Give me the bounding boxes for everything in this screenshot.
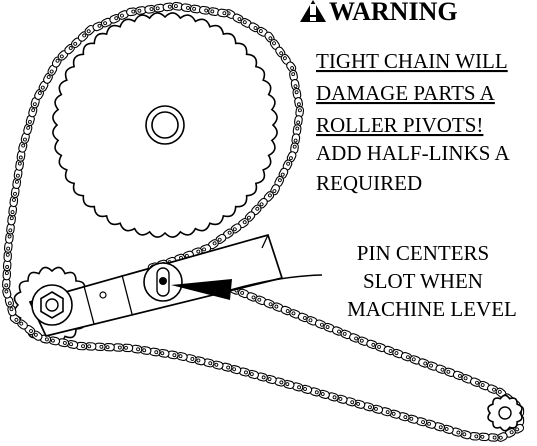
chain-link xyxy=(371,404,384,414)
chain-link xyxy=(28,105,38,118)
chain-link xyxy=(47,64,58,76)
chain-link xyxy=(77,31,89,42)
chain-link xyxy=(4,296,14,308)
chain-link xyxy=(294,97,304,109)
chain-link xyxy=(176,351,188,362)
chain-link xyxy=(2,287,12,299)
callout-line-3: MACHINE LEVEL xyxy=(347,297,517,321)
chain-link xyxy=(409,355,421,365)
notice-line-1: TIGHT CHAIN WILL xyxy=(316,49,508,73)
chain-link xyxy=(15,159,25,171)
chain-link xyxy=(407,414,419,424)
chain-link xyxy=(100,17,113,28)
chain-link xyxy=(452,370,465,381)
chain-link xyxy=(215,233,227,244)
pivot-pin xyxy=(159,277,167,285)
chain-link xyxy=(389,409,401,419)
large-sprocket xyxy=(52,12,278,238)
chain-link xyxy=(208,7,220,16)
chain-link xyxy=(189,4,202,14)
chain-link xyxy=(246,292,258,302)
notice-block: TIGHT CHAIN WILL DAMAGE PARTS A ROLLER P… xyxy=(316,49,511,195)
chain-link xyxy=(487,433,499,442)
notice-line-4: ADD HALF-LINKS A xyxy=(316,141,511,165)
arm-bolt-hole xyxy=(99,291,107,299)
chain-link xyxy=(478,380,490,391)
chain-link xyxy=(433,422,445,432)
rear-idler-sprocket xyxy=(487,394,523,432)
chain-link xyxy=(139,346,152,355)
chain-link xyxy=(238,218,249,229)
chain-link xyxy=(217,8,229,18)
chain-link xyxy=(9,313,21,325)
chain-link xyxy=(274,175,285,188)
chain-link xyxy=(263,191,275,202)
chain-link xyxy=(442,424,454,435)
chain-link xyxy=(248,22,260,33)
chain-link xyxy=(34,88,45,100)
chain-link xyxy=(43,72,53,84)
notice-line-3: ROLLER PIVOTS! xyxy=(316,113,483,137)
chain-link xyxy=(240,17,252,28)
chain-link xyxy=(392,348,404,359)
chain-link xyxy=(20,132,30,144)
chain-link xyxy=(398,412,410,422)
chain-link xyxy=(255,295,267,306)
large-sprocket-hub-inner xyxy=(151,111,179,139)
chain-link xyxy=(327,392,339,402)
chain-link xyxy=(286,151,297,163)
chain-link xyxy=(282,159,293,171)
chain-link xyxy=(24,324,36,336)
chain-link xyxy=(460,430,472,440)
chain-link xyxy=(16,150,26,162)
chain-link xyxy=(291,133,301,145)
chain-link xyxy=(340,329,352,340)
chain-link xyxy=(269,39,280,50)
chain-link xyxy=(275,46,286,58)
chain-link xyxy=(280,305,292,316)
warning-triangle-icon xyxy=(300,0,326,22)
chain-link xyxy=(426,361,439,371)
callout-block: PIN CENTERS SLOT WHEN MACHINE LEVEL xyxy=(347,241,517,321)
chain-link xyxy=(331,326,344,336)
notice-line-2: DAMAGE PARTS A xyxy=(316,81,496,105)
chain-link xyxy=(171,1,184,11)
chain-link xyxy=(7,304,17,317)
chain-link xyxy=(222,228,234,239)
callout-line-2: SLOT WHEN xyxy=(363,269,483,293)
chain-link xyxy=(415,417,428,427)
chain-link xyxy=(12,177,22,190)
chain-link xyxy=(478,432,490,442)
chain-link xyxy=(238,367,251,377)
chain-link xyxy=(257,197,268,209)
notice-line-5: REQUIRED xyxy=(316,171,422,195)
chain-link xyxy=(149,347,161,357)
chain-link xyxy=(30,97,40,109)
chain-link xyxy=(18,141,28,153)
chain-link xyxy=(2,268,12,281)
chain-link xyxy=(280,53,291,65)
chain-link xyxy=(366,339,378,349)
chain-link xyxy=(256,372,268,382)
leader-arrowhead xyxy=(171,279,232,300)
callout-line-1: PIN CENTERS xyxy=(357,241,489,265)
warning-heading: WARNING xyxy=(329,0,458,26)
chain-link xyxy=(289,69,298,82)
chain-link xyxy=(256,26,268,37)
chain-link xyxy=(2,278,11,290)
chain-link xyxy=(3,250,12,263)
drive-hub xyxy=(31,284,73,326)
chain-link xyxy=(207,239,219,250)
callout-leader xyxy=(171,274,323,300)
